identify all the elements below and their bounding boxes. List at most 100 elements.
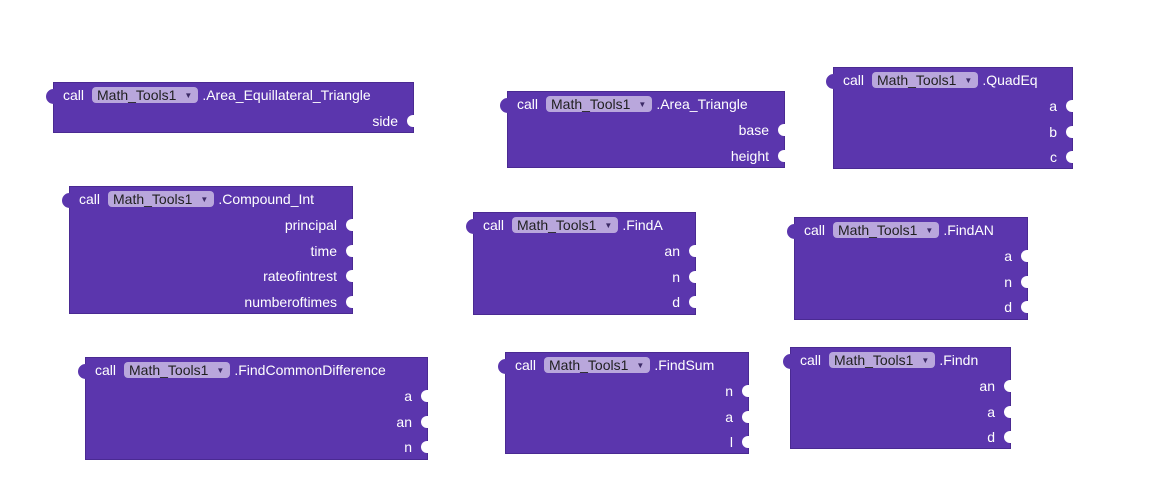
dropdown-caret-icon: ▼ xyxy=(184,90,193,100)
argument-label: a xyxy=(1049,98,1057,114)
input-socket-icon[interactable] xyxy=(1021,301,1029,313)
component-name: Math_Tools1 xyxy=(517,217,597,233)
argument-label: an xyxy=(396,413,412,430)
argument-label: a xyxy=(404,388,412,404)
component-name: Math_Tools1 xyxy=(838,222,918,238)
dropdown-caret-icon: ▼ xyxy=(638,99,647,109)
argument-label: n xyxy=(404,439,412,455)
method-name: .FindSum xyxy=(654,357,715,373)
component-dropdown[interactable]: Math_Tools1 ▼ xyxy=(833,222,940,238)
input-socket-icon[interactable] xyxy=(689,270,697,283)
input-socket-icon[interactable] xyxy=(346,295,354,308)
input-socket-icon[interactable] xyxy=(742,410,750,423)
argument-label: an xyxy=(664,243,680,259)
component-dropdown[interactable]: Math_Tools1 ▼ xyxy=(829,352,936,368)
input-socket-icon[interactable] xyxy=(1066,125,1074,138)
call-label: call xyxy=(63,87,85,103)
input-socket-icon[interactable] xyxy=(689,245,697,257)
input-socket-icon[interactable] xyxy=(1004,405,1012,418)
method-name: .QuadEq xyxy=(982,72,1038,88)
call-label: call xyxy=(517,96,539,112)
argument-label: d xyxy=(1004,299,1012,315)
call-label: call xyxy=(79,191,101,207)
block-header: call Math_Tools1 ▼ .Compound_Int xyxy=(79,190,314,208)
component-dropdown[interactable]: Math_Tools1▼ xyxy=(544,357,651,373)
component-name: Math_Tools1 xyxy=(97,87,177,103)
input-socket-icon[interactable] xyxy=(421,390,429,402)
argument-label: l xyxy=(729,434,733,450)
previous-connector-notch-icon xyxy=(500,98,509,113)
method-name: .Compound_Int xyxy=(218,191,315,207)
input-socket-icon[interactable] xyxy=(1004,431,1012,443)
dropdown-caret-icon: ▼ xyxy=(925,225,934,235)
previous-connector-notch-icon xyxy=(78,364,87,379)
component-name: Math_Tools1 xyxy=(113,191,193,207)
input-socket-icon[interactable] xyxy=(1021,250,1029,262)
input-socket-icon[interactable] xyxy=(742,385,750,397)
previous-connector-notch-icon xyxy=(783,354,792,369)
argument-label: base xyxy=(738,122,769,138)
input-socket-icon[interactable] xyxy=(346,219,354,231)
dropdown-caret-icon: ▼ xyxy=(200,194,209,204)
component-name: Math_Tools1 xyxy=(551,96,631,112)
method-name: .Area_Triangle xyxy=(656,96,748,112)
input-socket-icon[interactable] xyxy=(421,415,429,428)
input-socket-icon[interactable] xyxy=(778,149,786,162)
call-label: call xyxy=(804,222,826,238)
input-socket-icon[interactable] xyxy=(1066,100,1074,112)
argument-label: d xyxy=(987,429,995,445)
argument-label: principal xyxy=(284,217,337,233)
argument-label: side xyxy=(372,113,398,129)
dropdown-caret-icon: ▼ xyxy=(216,365,225,375)
component-dropdown[interactable]: Math_Tools1 ▼ xyxy=(108,191,215,207)
previous-connector-notch-icon xyxy=(826,74,835,89)
component-name: Math_Tools1 xyxy=(834,352,914,368)
argument-label: numberoftimes xyxy=(244,293,337,310)
input-socket-icon[interactable] xyxy=(742,436,750,448)
call-label: call xyxy=(800,352,822,368)
block-header: call Math_Tools1 ▼ .Area_Triangle xyxy=(517,95,748,113)
argument-label: an xyxy=(979,378,995,394)
block-header: call Math_Tools1▼.QuadEq xyxy=(843,71,1038,89)
argument-label: n xyxy=(725,383,733,399)
input-socket-icon[interactable] xyxy=(1004,380,1012,392)
input-socket-icon[interactable] xyxy=(346,244,354,257)
call-label: call xyxy=(843,72,865,88)
input-socket-icon[interactable] xyxy=(346,270,354,282)
argument-label: a xyxy=(725,408,733,425)
argument-label: n xyxy=(672,268,680,285)
input-socket-icon[interactable] xyxy=(407,115,415,127)
call-label: call xyxy=(483,217,505,233)
argument-label: height xyxy=(730,147,769,164)
argument-label: n xyxy=(1004,273,1012,290)
method-name: .Findn xyxy=(939,352,979,368)
block-header: call Math_Tools1 ▼ .Findn xyxy=(800,351,978,369)
component-dropdown[interactable]: Math_Tools1▼ xyxy=(512,217,619,233)
input-socket-icon[interactable] xyxy=(1021,275,1029,288)
argument-label: b xyxy=(1049,123,1057,140)
component-dropdown[interactable]: Math_Tools1▼ xyxy=(872,72,979,88)
input-socket-icon[interactable] xyxy=(778,124,786,136)
input-socket-icon[interactable] xyxy=(421,441,429,453)
component-dropdown[interactable]: Math_Tools1 ▼ xyxy=(546,96,653,112)
argument-label: a xyxy=(987,403,995,420)
input-socket-icon[interactable] xyxy=(1066,151,1074,163)
input-socket-icon[interactable] xyxy=(689,296,697,308)
dropdown-caret-icon: ▼ xyxy=(921,355,930,365)
method-name: .FindAN xyxy=(943,222,994,238)
method-name: .FindCommonDifference xyxy=(234,362,386,378)
component-dropdown[interactable]: Math_Tools1 ▼ xyxy=(92,87,199,103)
component-dropdown[interactable]: Math_Tools1▼ xyxy=(124,362,231,378)
